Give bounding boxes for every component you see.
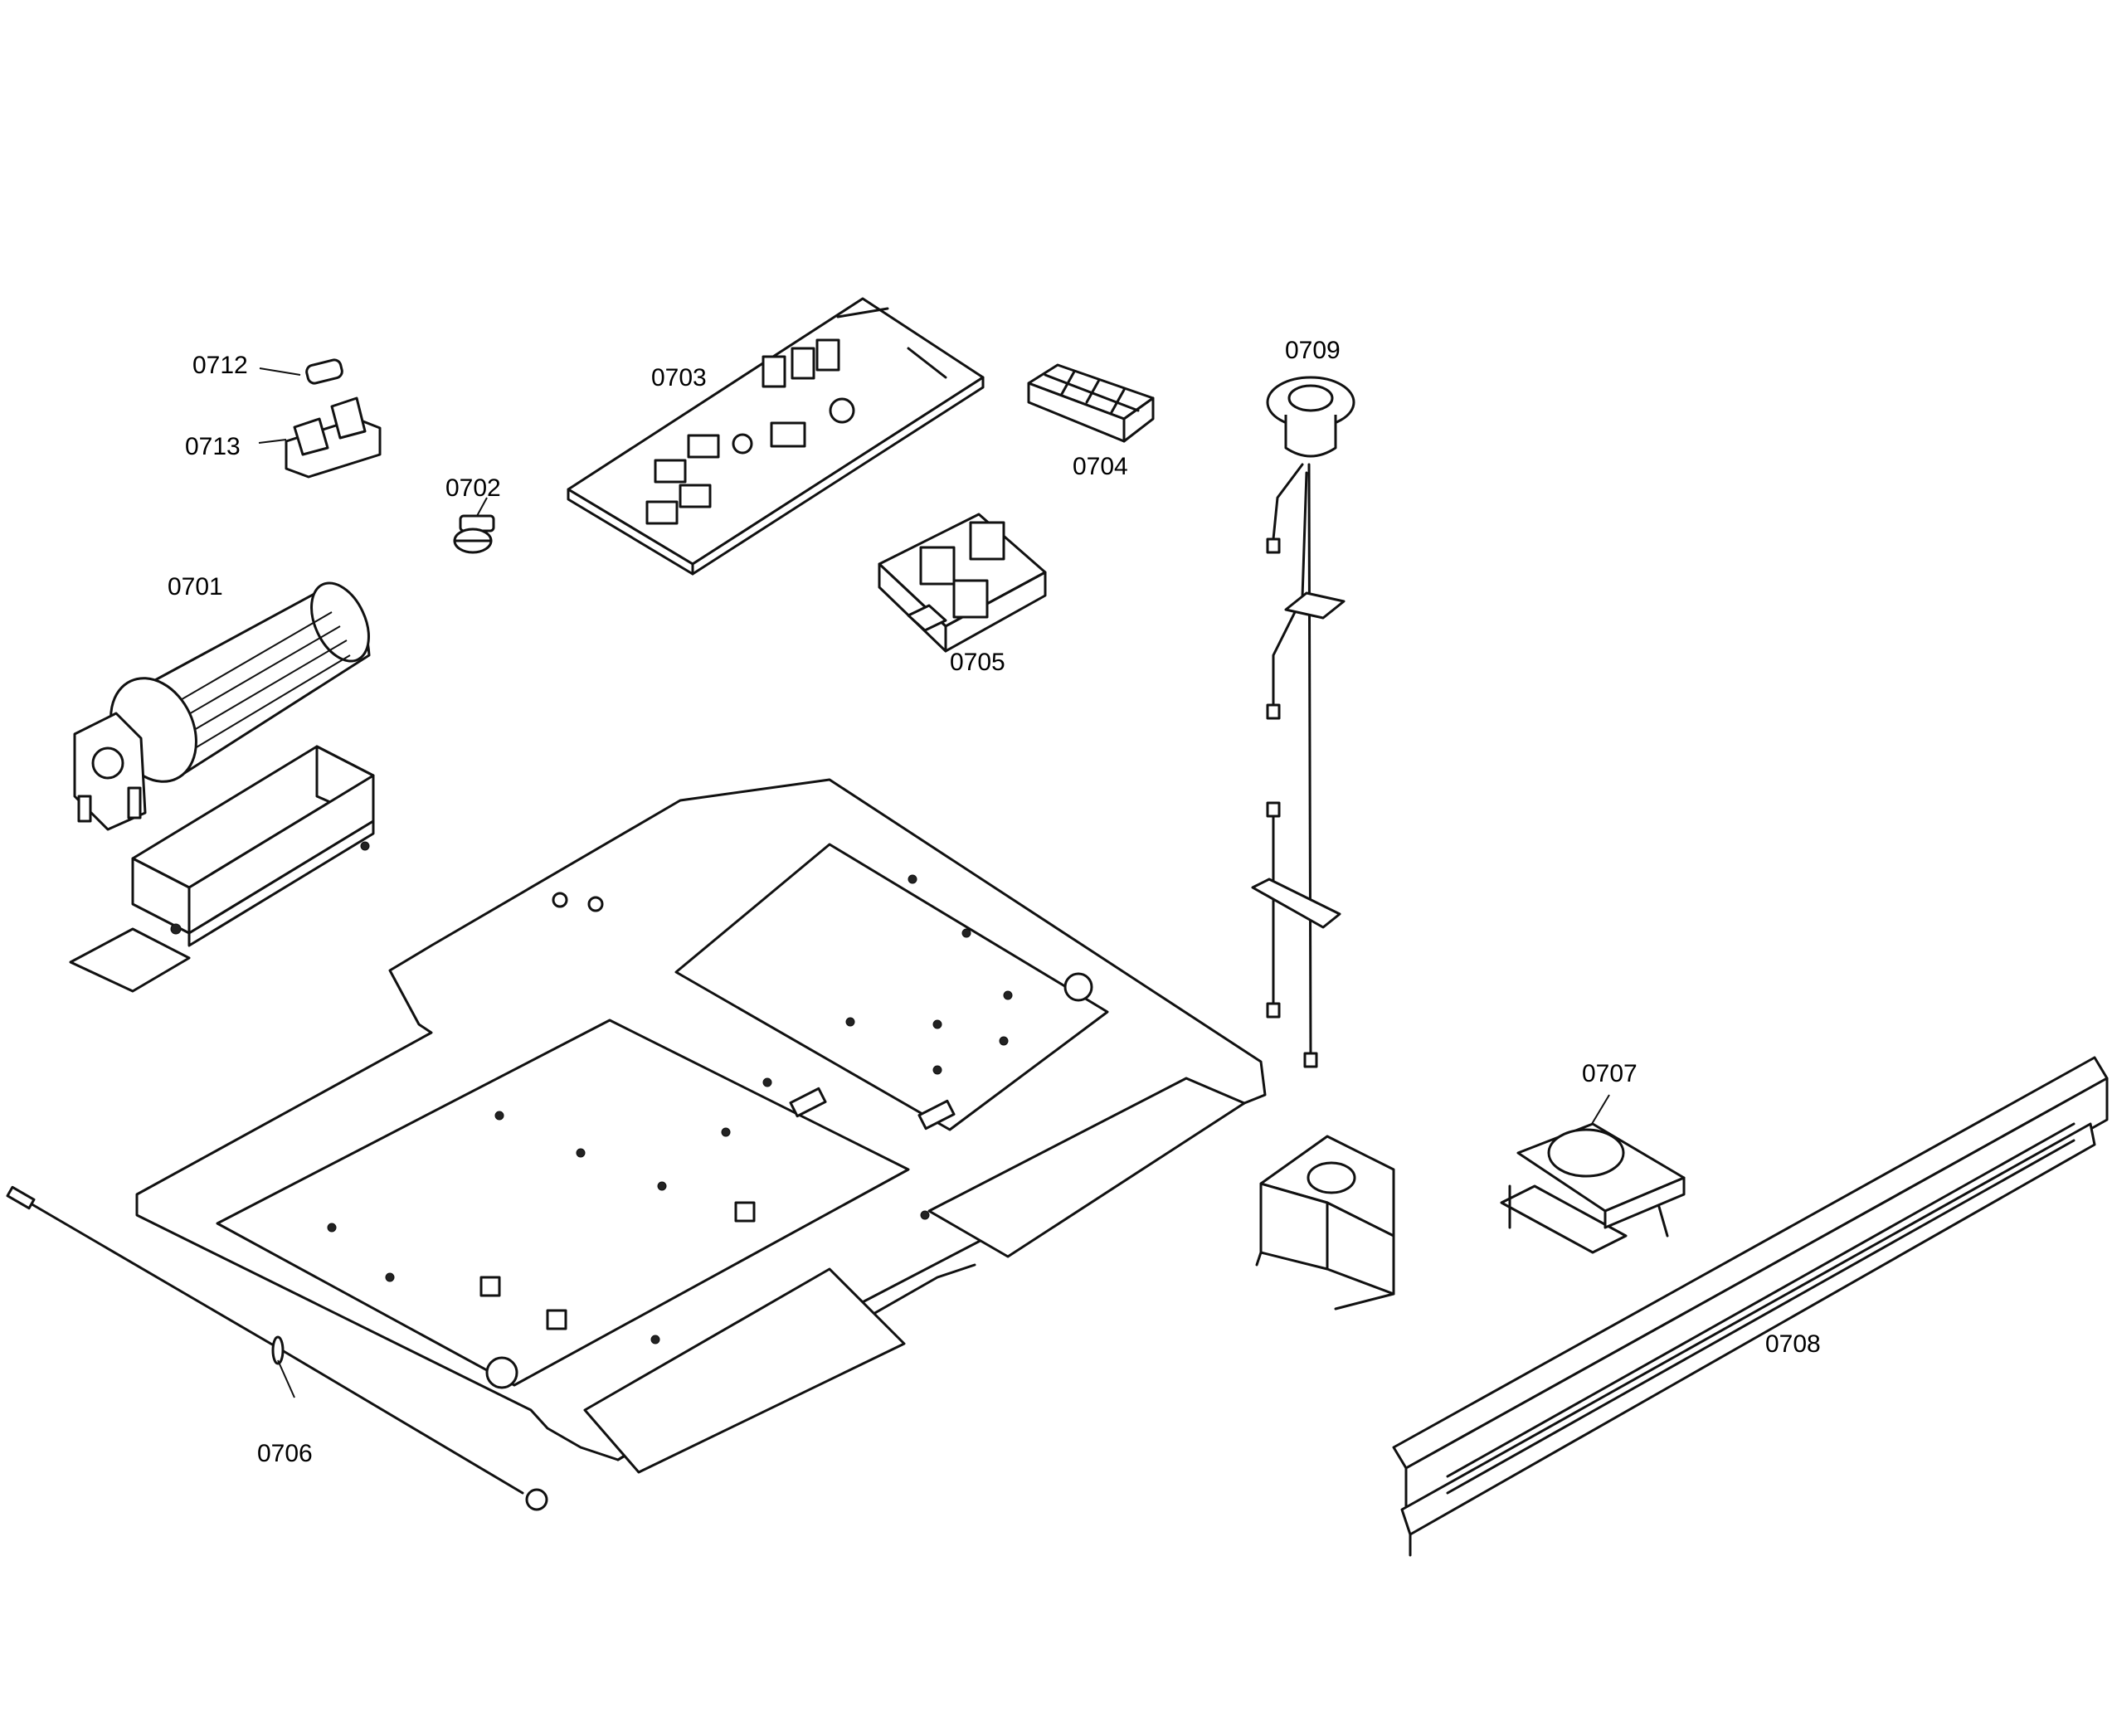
part-0703-control-board <box>567 297 985 576</box>
part-duct-bracket <box>1255 1135 1395 1311</box>
label-0712: 0712 <box>192 352 248 379</box>
label-0702: 0702 <box>445 474 501 502</box>
part-0704-connector-block <box>1027 363 1155 443</box>
part-0713-fuse-holder <box>258 396 382 479</box>
part-0708-trim-strip <box>1392 1056 2109 1557</box>
part-fan-bracket <box>69 745 375 993</box>
part-0702-thermostat <box>453 497 495 554</box>
label-0709: 0709 <box>1285 337 1341 364</box>
label-0703: 0703 <box>651 364 707 391</box>
part-0705-relay-module <box>878 513 1047 653</box>
label-0707: 0707 <box>1582 1060 1638 1087</box>
label-0708: 0708 <box>1765 1330 1821 1358</box>
label-0701: 0701 <box>168 573 223 601</box>
label-0704: 0704 <box>1073 453 1128 480</box>
part-0709-wire-harness <box>1251 376 1355 1068</box>
label-0706: 0706 <box>257 1440 313 1467</box>
part-0701-blower-fan <box>73 581 371 831</box>
label-0705: 0705 <box>950 649 1005 676</box>
label-0713: 0713 <box>185 433 241 460</box>
part-0706-ground-wire <box>6 1185 548 1511</box>
part-0707-latch-motor <box>1500 1094 1686 1254</box>
part-0712-fuse <box>259 358 343 385</box>
part-base-plate <box>135 778 1267 1474</box>
